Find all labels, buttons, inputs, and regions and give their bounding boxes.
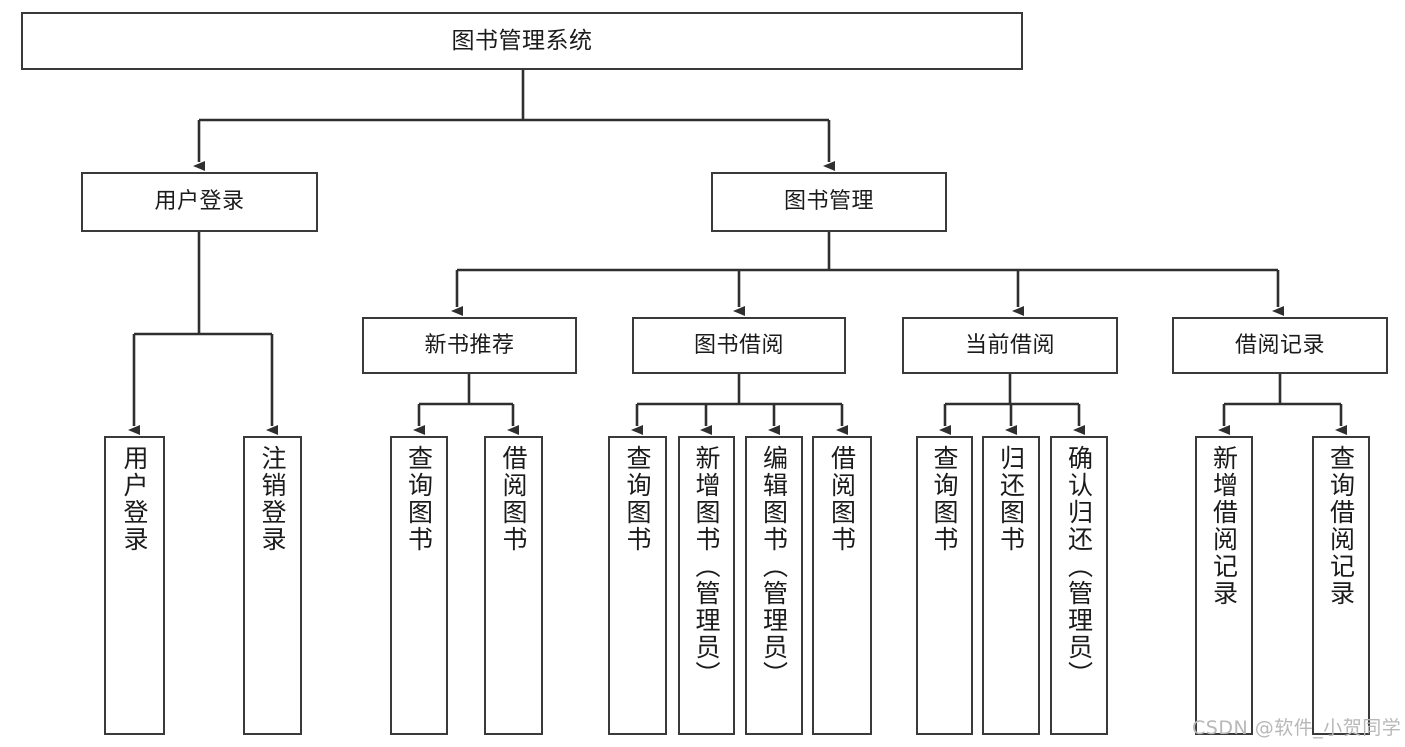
node-book-borrow[interactable]: 图书借阅 (632, 317, 846, 374)
node-leaf-user-login-label: 用户登录 (120, 445, 149, 553)
node-leaf-cur-confirm[interactable]: 确认归还（管理员） (1050, 436, 1108, 735)
node-leaf-rec-add-label: 新增借阅记录 (1209, 445, 1239, 607)
node-leaf-rec-query-label: 查询图书 (404, 445, 434, 553)
node-leaf-rec-borrow-label: 借阅图书 (499, 445, 528, 553)
node-leaf-borrow-query[interactable]: 查询图书 (608, 436, 667, 735)
node-leaf-rec-add[interactable]: 新增借阅记录 (1195, 436, 1253, 735)
node-leaf-borrow-add[interactable]: 新增图书（管理员） (678, 436, 735, 735)
node-leaf-rec-borrow[interactable]: 借阅图书 (484, 436, 543, 735)
node-leaf-rec-query[interactable]: 查询图书 (390, 436, 448, 735)
node-new-book-rec[interactable]: 新书推荐 (362, 317, 577, 374)
node-leaf-user-logout[interactable]: 注销登录 (243, 436, 302, 735)
node-leaf-borrow-query-label: 查询图书 (623, 445, 652, 553)
node-leaf-borrow-edit[interactable]: 编辑图书（管理员） (745, 436, 803, 735)
node-book-manage[interactable]: 图书管理 (711, 172, 947, 232)
node-new-book-rec-label: 新书推荐 (424, 332, 515, 358)
node-leaf-rec-query2-label: 查询借阅记录 (1326, 445, 1356, 607)
node-user-login[interactable]: 用户登录 (81, 172, 318, 232)
node-borrow-record-label: 借阅记录 (1234, 332, 1325, 358)
node-leaf-cur-return-label: 归还图书 (996, 445, 1026, 553)
node-leaf-cur-query[interactable]: 查询图书 (916, 436, 973, 735)
node-current-borrow[interactable]: 当前借阅 (902, 317, 1118, 374)
node-leaf-borrow-add-label: 新增图书（管理员） (692, 445, 721, 688)
node-leaf-borrow-lend[interactable]: 借阅图书 (812, 436, 872, 735)
csdn-watermark: CSDN @软件_小贺同学 (1192, 717, 1402, 739)
node-borrow-record[interactable]: 借阅记录 (1172, 317, 1388, 374)
node-book-manage-label: 图书管理 (783, 189, 874, 215)
node-leaf-cur-query-label: 查询图书 (930, 445, 959, 553)
node-current-borrow-label: 当前借阅 (964, 332, 1055, 358)
node-leaf-user-logout-label: 注销登录 (258, 445, 287, 553)
node-leaf-user-login[interactable]: 用户登录 (104, 436, 165, 735)
node-leaf-borrow-lend-label: 借阅图书 (827, 445, 857, 553)
node-leaf-borrow-edit-label: 编辑图书（管理员） (759, 445, 789, 688)
node-user-login-label: 用户登录 (154, 189, 245, 215)
node-root-label: 图书管理系统 (451, 27, 593, 54)
node-leaf-cur-return[interactable]: 归还图书 (982, 436, 1040, 735)
node-leaf-rec-query2[interactable]: 查询借阅记录 (1312, 436, 1370, 735)
node-book-borrow-label: 图书借阅 (693, 332, 784, 358)
node-root[interactable]: 图书管理系统 (21, 12, 1023, 70)
node-leaf-cur-confirm-label: 确认归还（管理员） (1064, 445, 1094, 688)
